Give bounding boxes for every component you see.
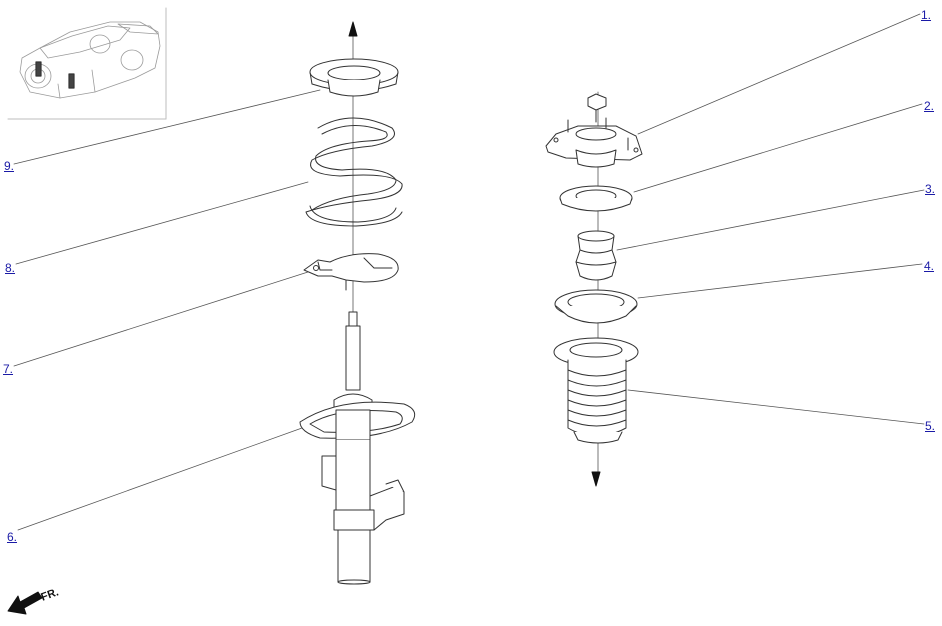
callout-1[interactable]: 1. — [921, 8, 932, 22]
part-dust-boot-seat — [554, 289, 638, 324]
part-bump-stopper — [575, 230, 617, 281]
callout-2[interactable]: 2. — [924, 99, 935, 113]
part-upper-spring-seat — [309, 58, 399, 97]
callout-8[interactable]: 8. — [5, 261, 16, 275]
vehicle-locator-thumbnail — [7, 7, 167, 120]
callout-7[interactable]: 7. — [3, 362, 14, 376]
part-shock-absorber — [299, 311, 416, 585]
car-outline-icon — [19, 21, 161, 99]
part-lower-spring-insulator — [303, 253, 399, 291]
part-upper-support-mount — [545, 93, 643, 168]
part-bearing — [559, 185, 633, 212]
part-dust-boot — [553, 337, 639, 444]
right-axis-arrow-icon — [591, 471, 601, 487]
front-arrow-icon — [7, 591, 43, 615]
callout-9[interactable]: 9. — [4, 159, 15, 173]
left-axis-arrow-icon — [348, 21, 358, 37]
callout-6[interactable]: 6. — [7, 530, 18, 544]
callout-3[interactable]: 3. — [925, 182, 936, 196]
part-coil-spring — [305, 117, 403, 227]
front-direction-indicator — [7, 591, 43, 615]
callout-4[interactable]: 4. — [924, 259, 935, 273]
leader-lines — [13, 13, 925, 531]
callout-5[interactable]: 5. — [925, 419, 936, 433]
strut-location-marker-icon — [35, 61, 75, 89]
